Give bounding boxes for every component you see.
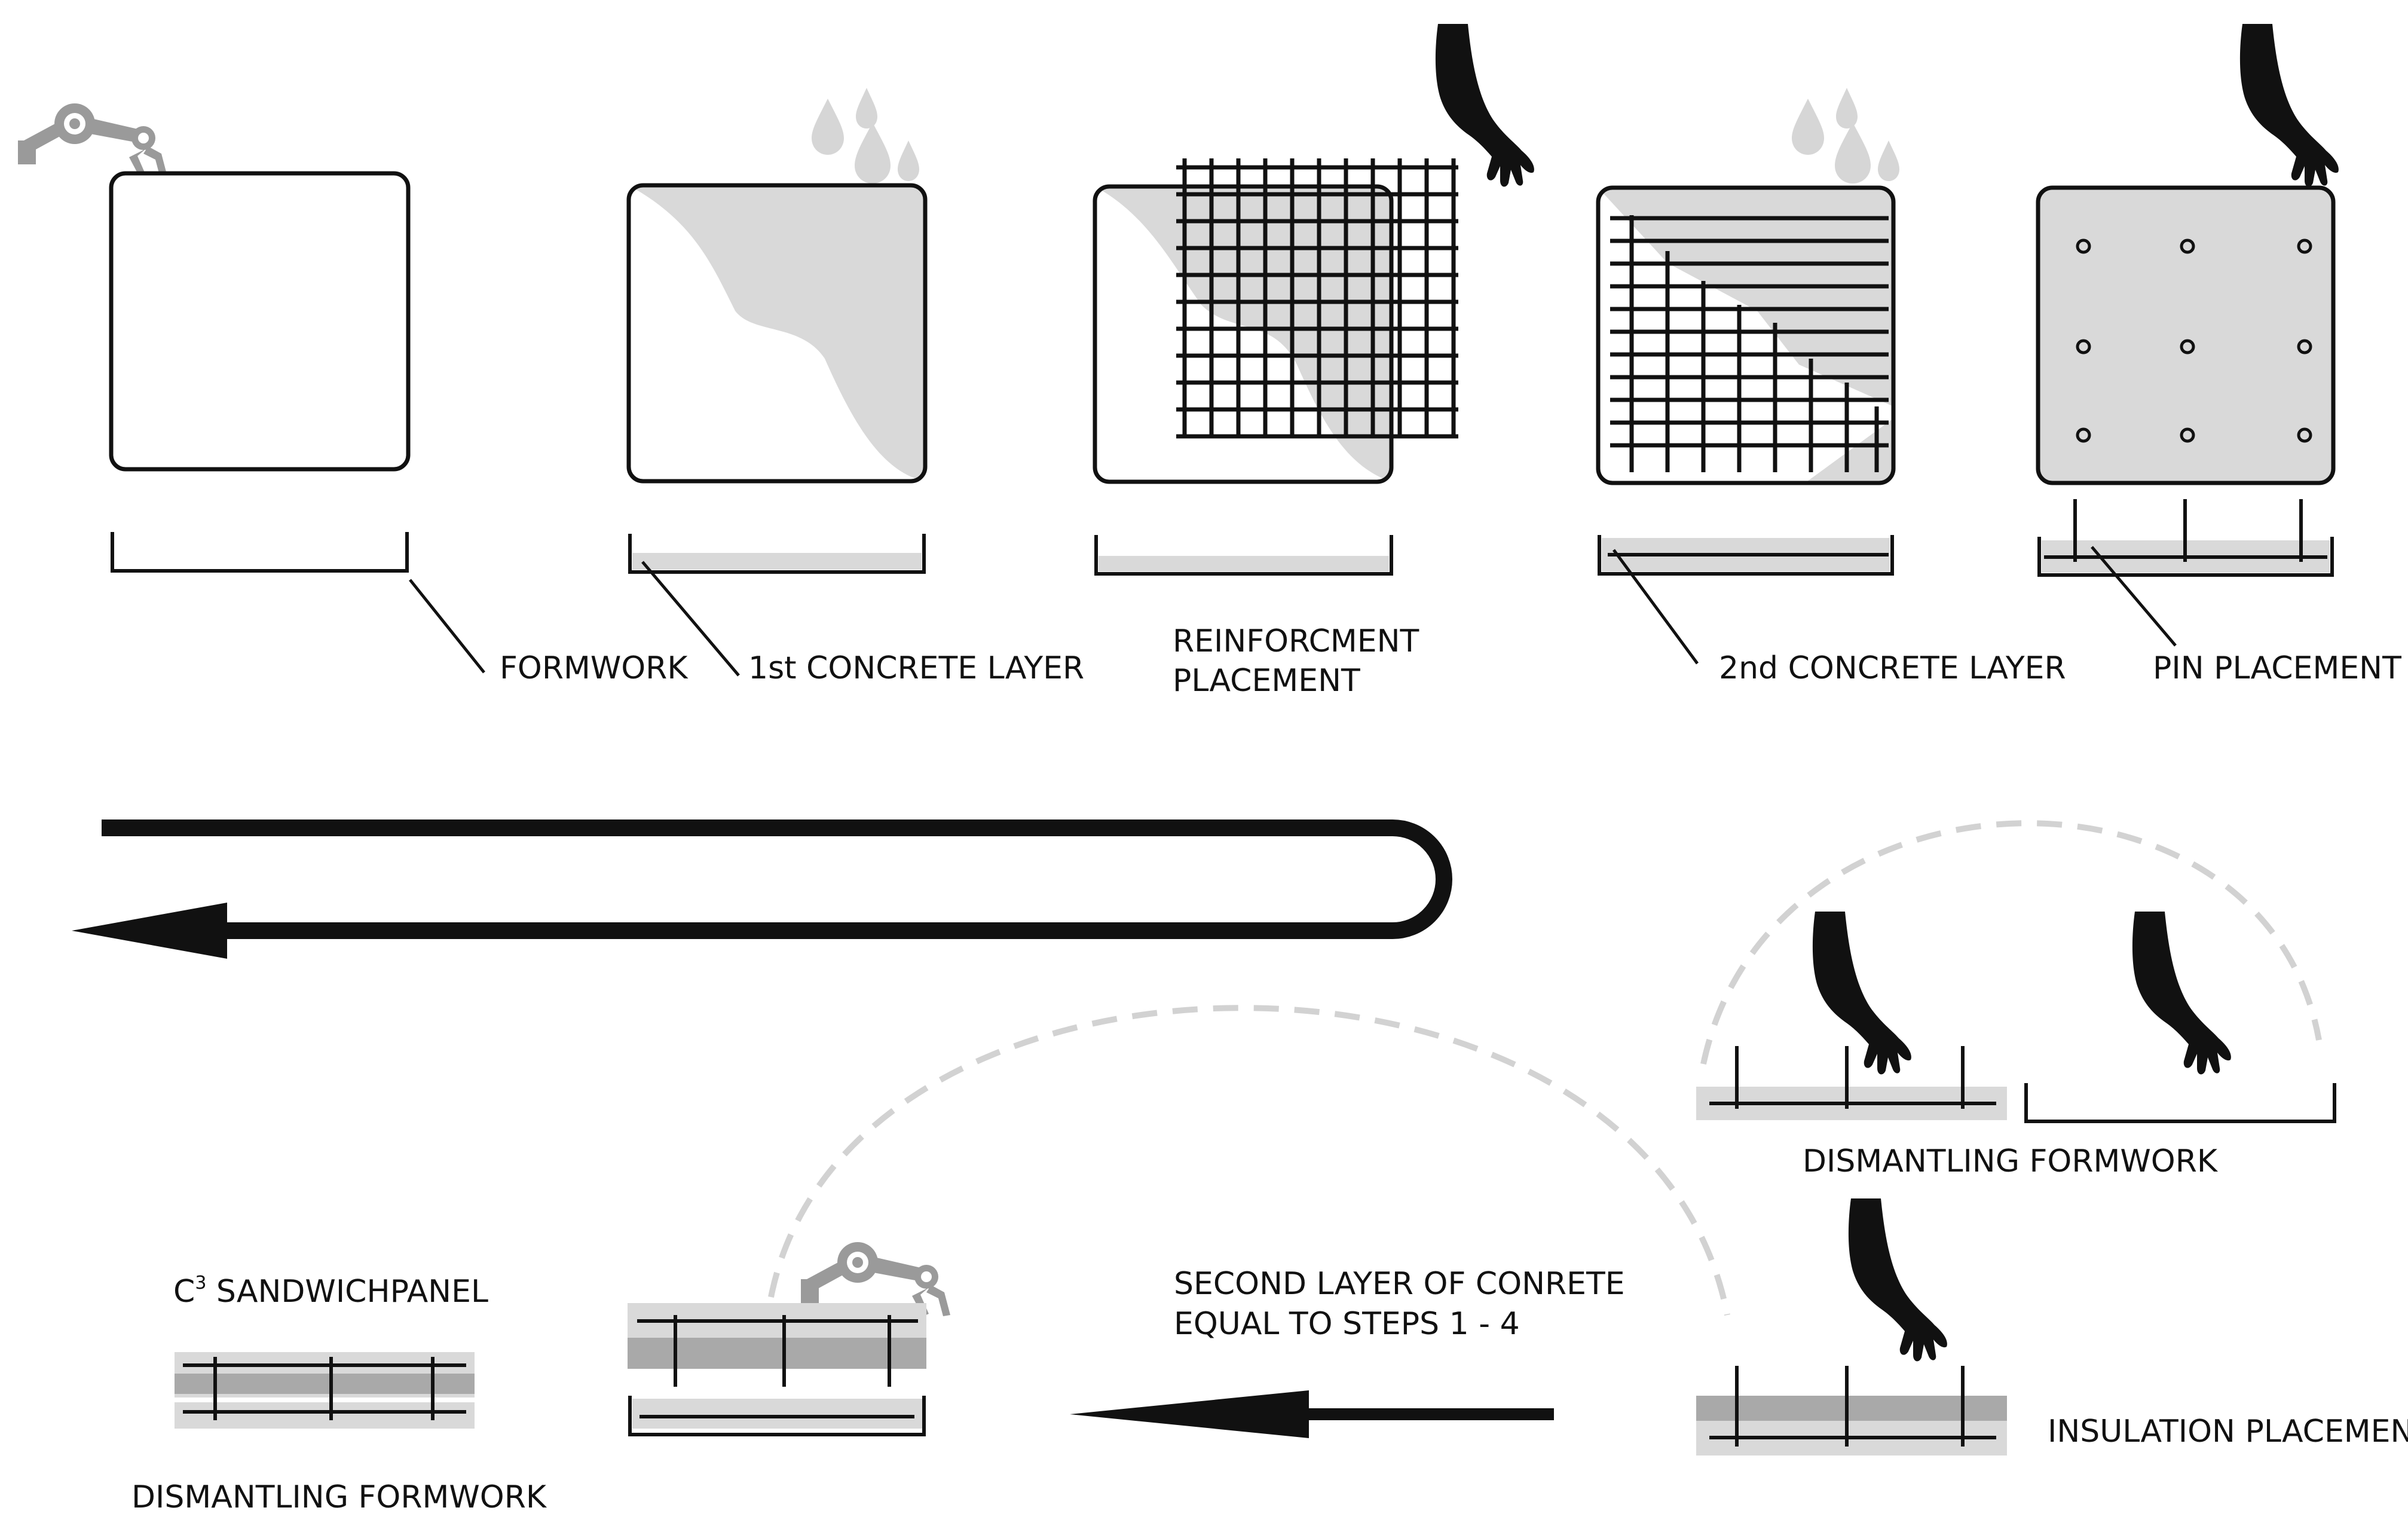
pin-plan bbox=[2036, 185, 2336, 485]
label-formwork: FORMWORK bbox=[500, 650, 689, 686]
transfer-arc bbox=[768, 1005, 1730, 1316]
water-drops-icon bbox=[1792, 88, 1899, 184]
step-formwork: FORMWORK bbox=[18, 103, 689, 686]
step-dismantling-formwork-right: DISMANTLING FORMWORK bbox=[1696, 820, 2336, 1179]
leader-line bbox=[641, 561, 740, 677]
flow-arrow-straight bbox=[1070, 1390, 1554, 1438]
empty-formwork bbox=[2024, 1083, 2336, 1123]
reinforcement-plan bbox=[1093, 184, 1394, 484]
reinforcement-mesh bbox=[1176, 158, 1458, 439]
label-second-layer-1: SECOND LAYER OF CONRETE bbox=[1174, 1266, 1625, 1302]
leader-line bbox=[1612, 549, 1699, 665]
hand-icon bbox=[1812, 912, 1911, 1075]
label-first-concrete: 1st CONCRETE LAYER bbox=[748, 650, 1084, 686]
label-reinforcement-1: REINFORCMENT bbox=[1173, 623, 1419, 659]
label-dismantling-formwork-right: DISMANTLING FORMWORK bbox=[1803, 1143, 2219, 1179]
step-second-concrete: 2nd CONCRETE LAYER bbox=[1596, 88, 2066, 686]
step-reinforcement: REINFORCMENT PLACEMENT bbox=[1093, 24, 1534, 699]
pin-section bbox=[2037, 537, 2334, 577]
second-concrete-plan bbox=[1596, 185, 1896, 485]
formwork-section bbox=[111, 532, 409, 573]
step-sandwich-panel: C3 SANDWICHPANEL DISMANTLING FORMWORK bbox=[131, 1273, 547, 1515]
reinforcement-section bbox=[1094, 535, 1393, 576]
label-dismantling-formwork-left: DISMANTLING FORMWORK bbox=[131, 1479, 547, 1515]
flow-arrow-u-turn bbox=[72, 819, 1452, 959]
leader-line bbox=[409, 579, 485, 674]
pin-marker bbox=[2297, 238, 2312, 254]
step-second-layer bbox=[628, 1005, 1730, 1436]
step-first-concrete: 1st CONCRETE LAYER bbox=[626, 88, 1084, 686]
concrete-section bbox=[628, 534, 926, 574]
hand-icon bbox=[2132, 912, 2231, 1075]
pin-marker bbox=[2180, 339, 2195, 354]
second-concrete-section bbox=[1598, 535, 1894, 576]
pin-marker bbox=[2297, 427, 2312, 443]
pin-marker bbox=[2180, 238, 2195, 254]
pin-marker bbox=[2076, 427, 2091, 443]
label-reinforcement-2: PLACEMENT bbox=[1173, 663, 1360, 699]
label-pin-placement: PIN PLACEMENT bbox=[2153, 650, 2401, 686]
pin-marker bbox=[2076, 339, 2091, 354]
hand-icon bbox=[1435, 24, 1534, 187]
step-pin-placement: PIN PLACEMENT bbox=[2036, 24, 2401, 686]
pin-marker bbox=[2076, 238, 2091, 254]
label-second-layer-2: EQUAL TO STEPS 1 - 4 bbox=[1174, 1306, 1520, 1342]
pin-grid bbox=[2076, 238, 2312, 443]
water-drops-icon bbox=[812, 88, 919, 184]
second-layer-mesh bbox=[1610, 215, 1889, 472]
formwork-second-layer bbox=[628, 1396, 926, 1436]
hand-icon bbox=[1848, 1198, 1947, 1362]
step-insulation-placement: INSULATION PLACEMENT bbox=[1696, 1198, 2408, 1455]
label-insulation-placement: INSULATION PLACEMENT bbox=[2048, 1414, 2408, 1450]
label-sandwich-panel: C3 SANDWICHPANEL bbox=[173, 1273, 488, 1310]
label-second-concrete: 2nd CONCRETE LAYER bbox=[1719, 650, 2066, 686]
leader-line bbox=[2091, 546, 2177, 647]
hand-icon bbox=[2239, 24, 2339, 187]
concrete-plan bbox=[626, 183, 928, 484]
formwork-plan bbox=[109, 171, 411, 472]
pin-marker bbox=[2297, 339, 2312, 354]
robot-arm-icon bbox=[18, 103, 167, 178]
transfer-arc bbox=[1700, 820, 2322, 1065]
pin-marker bbox=[2180, 427, 2195, 443]
